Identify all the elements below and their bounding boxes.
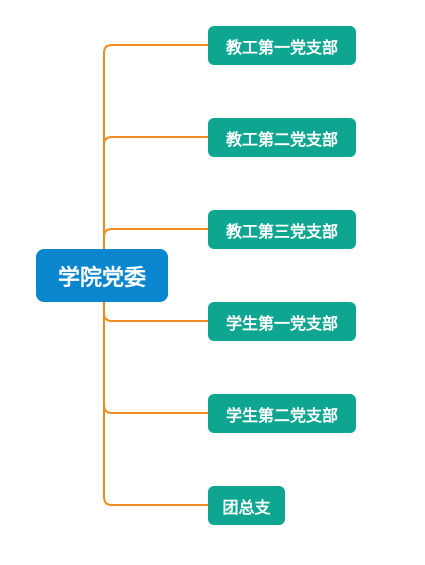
- child-node-youth-league[interactable]: 团总支: [208, 486, 285, 525]
- child-node-label: 教工第二党支部: [225, 129, 338, 149]
- connector-branch: [103, 136, 208, 146]
- child-node-label: 学生第二党支部: [225, 405, 338, 425]
- root-node-college-party-committee[interactable]: 学院党委: [36, 249, 168, 302]
- root-node-label: 学院党委: [57, 265, 146, 291]
- child-node-faculty-branch-2[interactable]: 教工第二党支部: [208, 118, 356, 157]
- child-node-faculty-branch-1[interactable]: 教工第一党支部: [208, 26, 356, 65]
- connector-branch: [103, 312, 208, 322]
- child-node-faculty-branch-3[interactable]: 教工第三党支部: [208, 210, 356, 249]
- child-node-student-branch-2[interactable]: 学生第二党支部: [208, 394, 356, 433]
- child-node-label: 教工第三党支部: [225, 221, 338, 241]
- child-node-label: 团总支: [222, 497, 271, 517]
- connector-branch: [103, 404, 208, 414]
- child-node-label: 教工第一党支部: [225, 37, 338, 57]
- child-node-student-branch-1[interactable]: 学生第一党支部: [208, 302, 356, 341]
- connector-branch: [103, 228, 208, 238]
- child-node-label: 学生第一党支部: [225, 313, 338, 333]
